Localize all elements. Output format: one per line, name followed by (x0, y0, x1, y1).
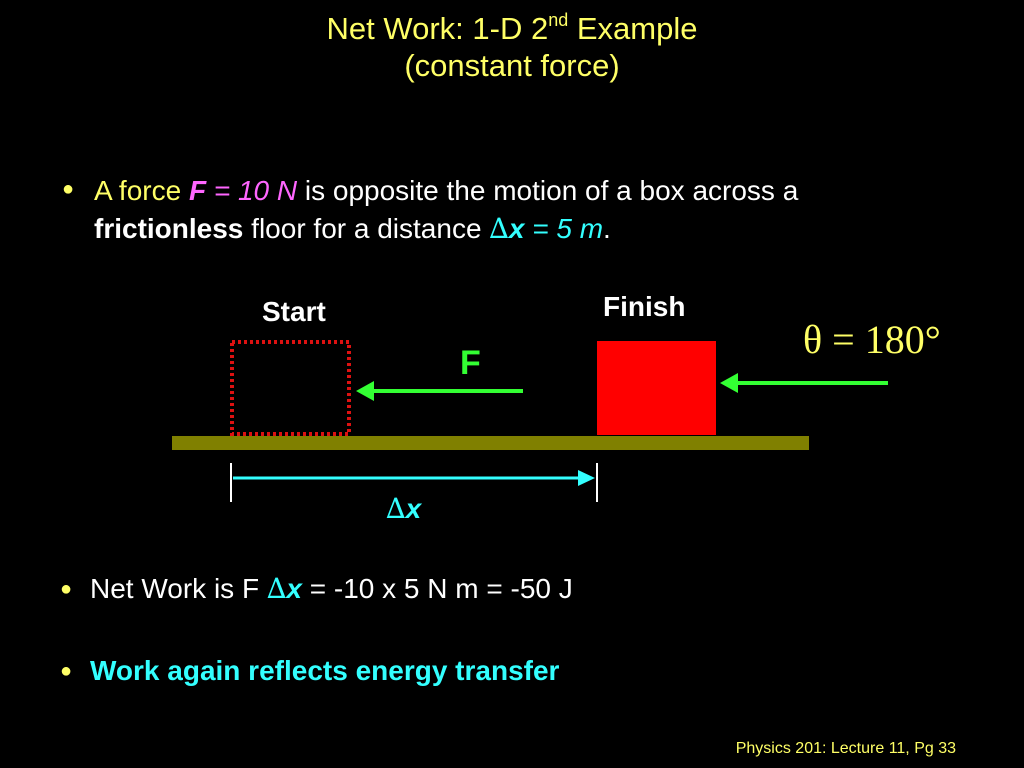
displacement-label: ∆x (386, 492, 422, 525)
bullet-dot-2: ● (60, 578, 73, 600)
bullet-dot-3: ● (60, 660, 73, 682)
start-box (230, 340, 351, 436)
force-label: F (460, 344, 481, 382)
bullet-3-text: Work again reflects energy transfer (90, 655, 560, 686)
bullet-dot-1: ● (62, 178, 75, 200)
bullet-1-text: A force F = 10 N is opposite the motion … (94, 175, 799, 245)
floor (172, 436, 809, 450)
title-line-1: Net Work: 1-D 2nd Example (326, 10, 698, 46)
displacement-arrow (233, 470, 595, 486)
title-superscript: nd (548, 10, 569, 30)
frictionless-word: frictionless (94, 213, 244, 244)
force-arrow-right (720, 373, 888, 393)
finish-box (597, 341, 716, 435)
slide-footer: Physics 201: Lecture 11, Pg 33 (735, 740, 956, 757)
force-symbol: F (188, 175, 207, 206)
finish-label: Finish (603, 291, 686, 322)
start-label: Start (262, 296, 326, 327)
bullet-2-text: Net Work is F ∆x = -10 x 5 N m = -50 J (90, 572, 573, 605)
theta-label: θ = 180° (803, 317, 941, 362)
slide-title: Net Work: 1-D 2nd Example (constant forc… (0, 10, 1024, 84)
title-line-2: (constant force) (404, 48, 620, 83)
force-arrow-left (356, 381, 523, 401)
